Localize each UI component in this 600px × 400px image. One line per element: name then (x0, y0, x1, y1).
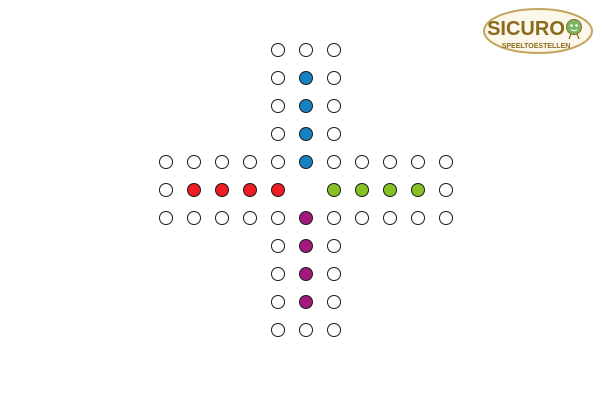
board-hole[interactable] (299, 43, 313, 57)
red-peg[interactable] (215, 183, 229, 197)
board-hole[interactable] (187, 155, 201, 169)
purple-peg[interactable] (299, 295, 313, 309)
board-hole[interactable] (327, 295, 341, 309)
purple-peg[interactable] (299, 211, 313, 225)
board-hole[interactable] (271, 43, 285, 57)
board-hole[interactable] (271, 71, 285, 85)
blue-peg[interactable] (299, 155, 313, 169)
board-hole[interactable] (271, 267, 285, 281)
board-hole[interactable] (383, 155, 397, 169)
logo-tagline: SPEELTOESTELLEN (502, 43, 571, 50)
board-hole[interactable] (271, 127, 285, 141)
board-hole[interactable] (271, 211, 285, 225)
green-peg[interactable] (383, 183, 397, 197)
logo-mascot-icon (566, 19, 582, 40)
purple-peg[interactable] (299, 267, 313, 281)
board-hole[interactable] (271, 239, 285, 253)
board-hole[interactable] (355, 155, 369, 169)
board-hole[interactable] (215, 211, 229, 225)
logo-oval (483, 8, 593, 54)
board-hole[interactable] (159, 155, 173, 169)
board-hole[interactable] (271, 323, 285, 337)
logo-badge: SICURO SPEELTOESTELLEN (483, 8, 593, 54)
board-hole[interactable] (411, 155, 425, 169)
board-hole[interactable] (439, 155, 453, 169)
board-hole[interactable] (299, 323, 313, 337)
board-hole[interactable] (327, 155, 341, 169)
blue-peg[interactable] (299, 99, 313, 113)
board-hole[interactable] (271, 155, 285, 169)
sicuro-logo: SICURO SPEELTOESTELLEN (482, 7, 594, 55)
board-hole[interactable] (327, 239, 341, 253)
board-hole[interactable] (187, 211, 201, 225)
board-hole[interactable] (327, 323, 341, 337)
board-hole[interactable] (327, 71, 341, 85)
board-hole[interactable] (439, 211, 453, 225)
board-hole[interactable] (439, 183, 453, 197)
red-peg[interactable] (187, 183, 201, 197)
board-hole[interactable] (159, 211, 173, 225)
board-hole[interactable] (243, 211, 257, 225)
green-peg[interactable] (411, 183, 425, 197)
board-hole[interactable] (383, 211, 397, 225)
red-peg[interactable] (271, 183, 285, 197)
board-hole[interactable] (159, 183, 173, 197)
board-hole[interactable] (243, 155, 257, 169)
board-hole[interactable] (327, 211, 341, 225)
board-hole[interactable] (355, 211, 369, 225)
red-peg[interactable] (243, 183, 257, 197)
board-hole[interactable] (215, 155, 229, 169)
logo-brand: SICURO (487, 18, 565, 40)
board-hole[interactable] (327, 127, 341, 141)
board-hole[interactable] (411, 211, 425, 225)
green-peg[interactable] (355, 183, 369, 197)
blue-peg[interactable] (299, 127, 313, 141)
purple-peg[interactable] (299, 239, 313, 253)
board-hole[interactable] (271, 295, 285, 309)
board-hole[interactable] (271, 99, 285, 113)
board-hole[interactable] (327, 99, 341, 113)
board-hole[interactable] (327, 43, 341, 57)
blue-peg[interactable] (299, 71, 313, 85)
board-hole[interactable] (327, 267, 341, 281)
green-peg[interactable] (327, 183, 341, 197)
